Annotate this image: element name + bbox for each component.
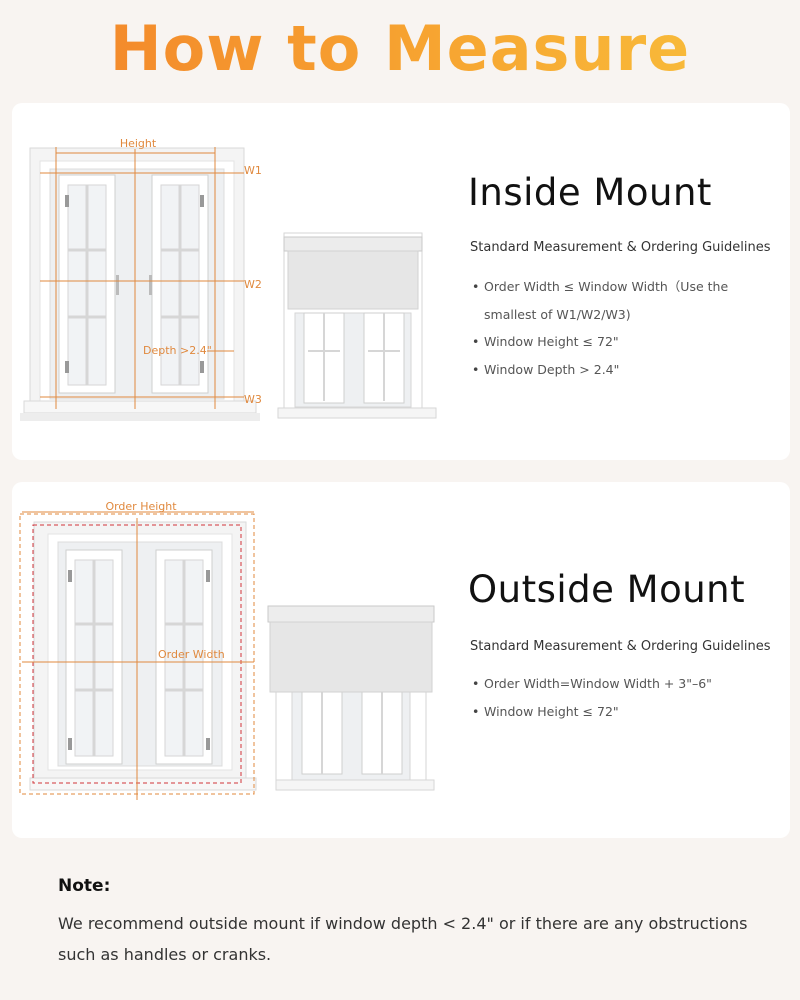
inside-shade-window <box>277 232 437 419</box>
inside-mount-card: Height W1 W2 W3 Depth >2.4" Inside Mount… <box>12 103 790 460</box>
outside-measure-lines <box>22 511 254 800</box>
inside-window-drawing <box>20 147 260 421</box>
label-w2: W2 <box>244 278 262 291</box>
outside-shade-window <box>267 605 435 791</box>
inside-mount-illustration: Height W1 W2 W3 Depth >2.4" <box>20 137 437 421</box>
outside-mount-illustration: Order Height Order Width <box>19 500 435 800</box>
outside-bullet-2: Window Height ≤ 72" <box>470 698 770 726</box>
outside-mount-title: Outside Mount <box>468 568 746 611</box>
outside-mount-card: Order Height Order Width Outside Mount S… <box>12 482 790 838</box>
label-w1: W1 <box>244 164 262 177</box>
inside-bullet-2: Window Height ≤ 72" <box>470 328 770 356</box>
label-depth: Depth >2.4" <box>143 344 212 357</box>
label-height: Height <box>120 137 157 150</box>
label-order-height: Order Height <box>105 500 177 513</box>
note-body: We recommend outside mount if window dep… <box>58 914 748 964</box>
page-title: How to Measure <box>0 12 800 85</box>
inside-measure-lines <box>40 147 244 409</box>
inside-bullet-3: Window Depth > 2.4" <box>470 356 770 384</box>
outside-window-drawing <box>29 521 257 791</box>
outside-guidelines-heading: Standard Measurement & Ordering Guidelin… <box>470 639 771 654</box>
inside-bullet-list: Order Width ≤ Window Width（Use the small… <box>470 273 770 383</box>
inside-bullet-1: Order Width ≤ Window Width（Use the small… <box>470 273 770 328</box>
inside-mount-title: Inside Mount <box>468 171 712 214</box>
label-w3: W3 <box>244 393 262 406</box>
note-heading: Note: <box>58 876 111 896</box>
inside-guidelines-heading: Standard Measurement & Ordering Guidelin… <box>470 240 771 255</box>
outside-bullet-list: Order Width=Window Width + 3"–6" Window … <box>470 670 770 725</box>
label-order-width: Order Width <box>158 648 225 661</box>
outside-bullet-1: Order Width=Window Width + 3"–6" <box>470 670 770 698</box>
